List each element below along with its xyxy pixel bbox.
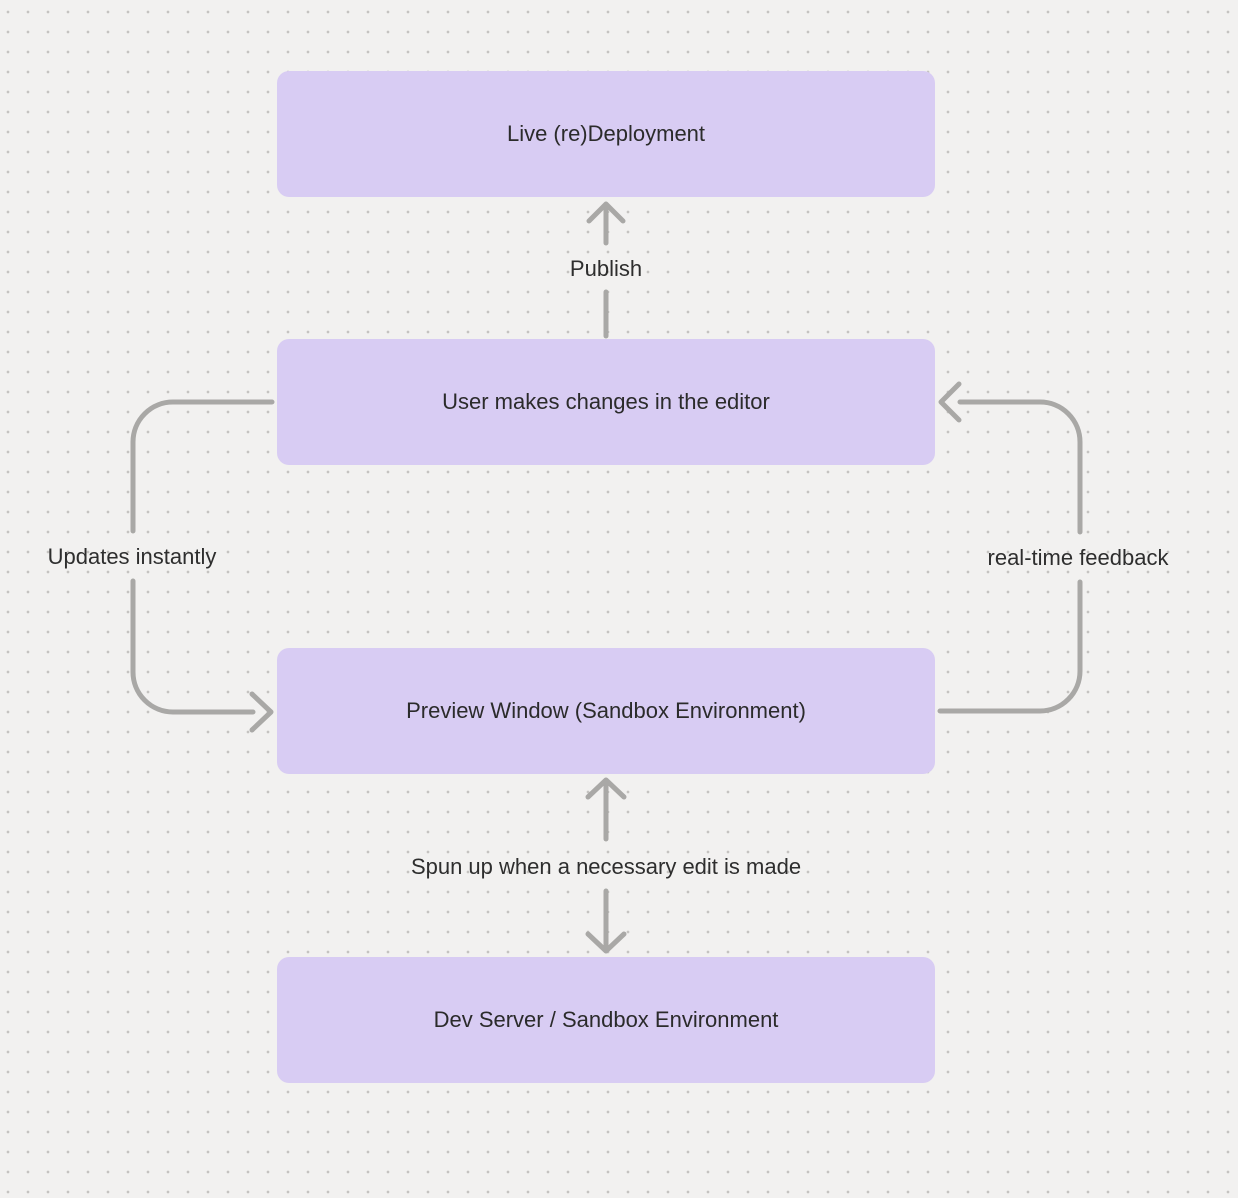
node-editor-changes-label: User makes changes in the editor [442,389,770,414]
publish-arrowhead-up [586,201,626,224]
spun-up-arrowhead-up [585,777,627,800]
realtime-feedback-arrow [937,381,1083,714]
updates-instantly-lower-segment [130,578,256,715]
node-preview-window-label: Preview Window (Sandbox Environment) [406,698,806,723]
updates-instantly-arrow [130,399,275,733]
updates-instantly-upper-segment [130,399,275,534]
publish-edge-label: Publish [569,256,643,281]
realtime-feedback-lower-segment [937,579,1083,714]
spun-up-edge-label: Spun up when a necessary edit is made [410,854,802,879]
spun-up-arrowhead-down [585,931,627,954]
realtime-feedback-upper-segment [957,399,1083,535]
spun-up-arrows [585,777,627,954]
updates-instantly-edge-label: Updates instantly [47,544,217,569]
realtime-feedback-edge-label: real-time feedback [987,545,1169,570]
updates-instantly-arrowhead-right [249,691,274,733]
node-dev-server-label: Dev Server / Sandbox Environment [433,1007,779,1032]
node-live-deployment-label: Live (re)Deployment [506,121,706,146]
publish-arrow [586,201,626,339]
node-preview-window[interactable]: Preview Window (Sandbox Environment) [277,648,935,774]
realtime-feedback-arrowhead-left [938,381,962,423]
node-live-deployment[interactable]: Live (re)Deployment [277,71,935,197]
node-editor-changes[interactable]: User makes changes in the editor [277,339,935,465]
node-dev-server[interactable]: Dev Server / Sandbox Environment [277,957,935,1083]
